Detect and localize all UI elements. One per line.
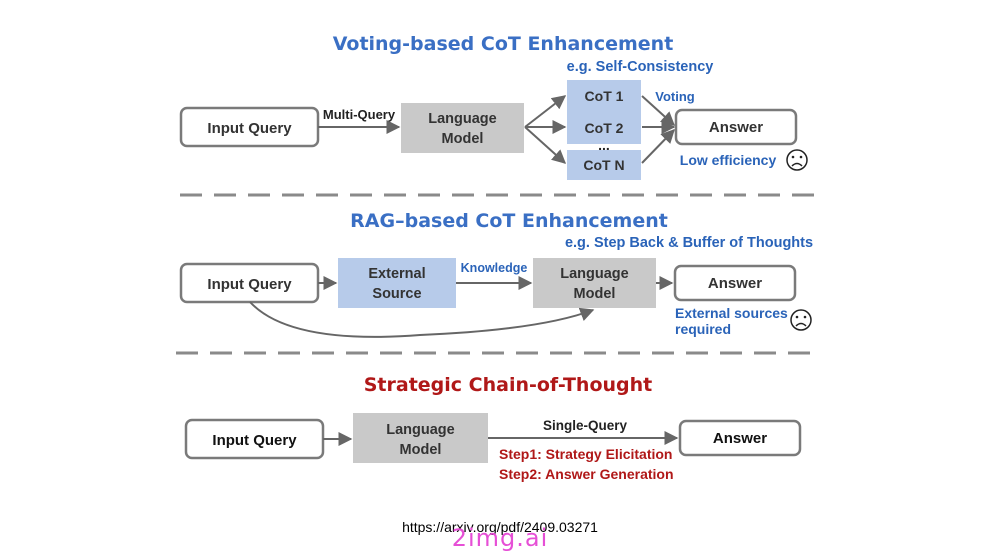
voting-input-query-box: Input Query [179, 106, 320, 148]
strategic-single-query-label: Single-Query [543, 418, 628, 433]
rag-curved-bypass-arrow [249, 301, 595, 338]
watermark: 2img.ai [451, 524, 549, 552]
voting-arrow-from-cotn [641, 128, 675, 164]
cot-2-label: CoT 2 [585, 120, 624, 136]
source-url: https://arxiv.org/pdf/2409.03271 [402, 519, 598, 535]
external-source-line1: External [368, 266, 425, 282]
external-source-box: External Source [338, 258, 456, 308]
rag-knowledge-label: Knowledge [461, 261, 528, 275]
strategic-step2: Step2: Answer Generation [499, 466, 674, 482]
rag-drawback-line1: External sources [675, 305, 788, 321]
external-source-line2: Source [372, 286, 421, 302]
voting-model-line1: Language [428, 111, 496, 127]
voting-title: Voting-based CoT Enhancement [333, 33, 674, 55]
voting-model-line2: Model [442, 131, 484, 147]
voting-input-query-label: Input Query [207, 120, 292, 137]
strategic-answer-label: Answer [713, 430, 767, 447]
rag-answer-label: Answer [708, 275, 762, 292]
strategic-answer-box: Answer [678, 419, 802, 457]
voting-answer-label: Answer [709, 119, 763, 136]
strategic-language-model-box: Language Model [353, 413, 488, 463]
voting-arrow-cot1 [524, 95, 567, 128]
voting-label: Voting [655, 89, 695, 104]
cot-n-label: CoT N [583, 157, 624, 173]
cot-2-box: CoT 2 [567, 112, 641, 144]
rag-model-line2: Model [574, 286, 616, 302]
strategic-model-line1: Language [386, 422, 454, 438]
rag-sad-face-icon [790, 309, 812, 331]
voting-sad-face-icon [786, 149, 808, 171]
strategic-title: Strategic Chain-of-Thought [364, 374, 653, 396]
strategic-step1: Step1: Strategy Elicitation [499, 446, 672, 462]
rag-example: e.g. Step Back & Buffer of Thoughts [565, 235, 813, 251]
strategic-input-query-box: Input Query [184, 418, 325, 460]
strategic-input-query-label: Input Query [212, 432, 297, 449]
rag-title: RAG–based CoT Enhancement [350, 210, 668, 232]
voting-language-model-box: Language Model [401, 103, 524, 153]
voting-drawback: Low efficiency [680, 152, 777, 168]
cot-1-box: CoT 1 [567, 80, 641, 112]
voting-answer-box: Answer [674, 108, 798, 146]
strategic-model-line2: Model [400, 442, 442, 458]
cot-n-box: CoT N [567, 150, 641, 180]
voting-example: e.g. Self-Consistency [567, 59, 714, 75]
voting-arrow-cotn [524, 126, 567, 164]
rag-language-model-box: Language Model [533, 258, 656, 308]
cot-1-label: CoT 1 [585, 88, 624, 104]
rag-answer-box: Answer [673, 264, 797, 302]
rag-input-query-label: Input Query [207, 276, 292, 293]
rag-model-line1: Language [560, 266, 628, 282]
rag-drawback-line2: required [675, 321, 731, 337]
cot-ellipsis: ... [598, 137, 610, 153]
rag-input-query-box: Input Query [179, 262, 320, 304]
voting-multiquery-label: Multi-Query [323, 107, 396, 122]
